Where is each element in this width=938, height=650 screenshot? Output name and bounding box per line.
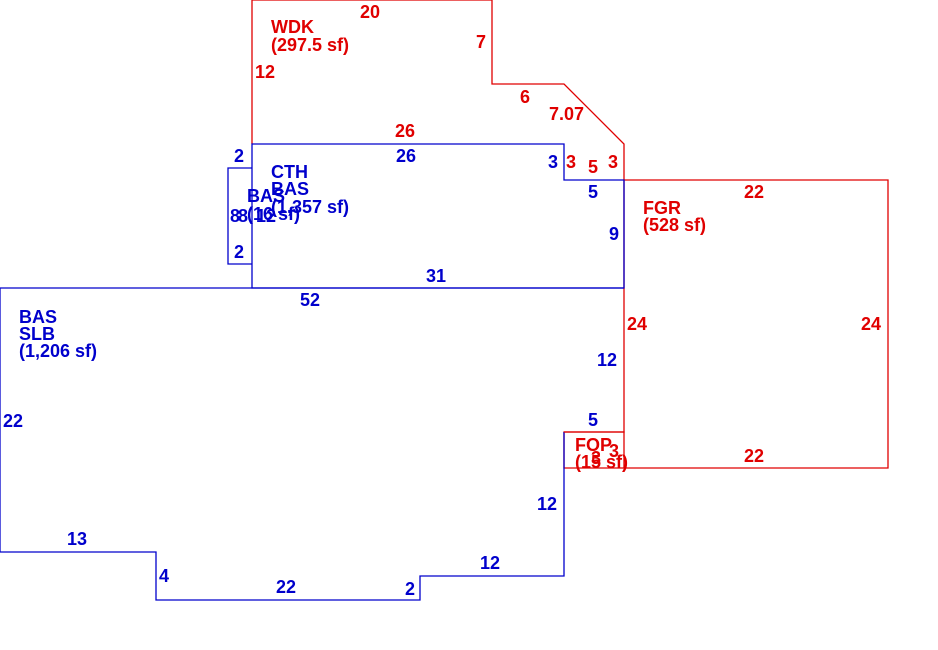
- dim-fgr-right: 24: [861, 314, 881, 334]
- dim-fgr-top: 22: [744, 182, 764, 202]
- dim-fop-right: 3: [609, 441, 619, 461]
- dim-small-right: 8: [238, 206, 248, 226]
- wdk-code-label: WDK: [271, 17, 314, 37]
- dim-cth-top: 26: [396, 146, 416, 166]
- dim-cth-notch-vertical: 3: [548, 152, 558, 172]
- dim-bas-top: 52: [300, 290, 320, 310]
- dim-wdk-top: 20: [360, 2, 380, 22]
- dim-wdk-left: 12: [255, 62, 275, 82]
- dim-fgr-left: 24: [627, 314, 647, 334]
- wdk-outline: [251, 0, 625, 180]
- dim-bas-step-13: 13: [67, 529, 87, 549]
- dim-wdk-bottom: 26: [395, 121, 415, 141]
- dim-wdk-step: 6: [520, 87, 530, 107]
- dim-wdk-stub-right: 3: [608, 152, 618, 172]
- dim-wdk-diagonal: 7.07: [549, 104, 584, 124]
- dim-bas-left: 22: [3, 411, 23, 431]
- cth-sub-code-label: BAS: [271, 179, 309, 199]
- dim-wdk-right: 7: [476, 32, 486, 52]
- dim-bas-bottom-step-2: 2: [405, 579, 415, 599]
- dim-small-bottom: 2: [234, 242, 244, 262]
- dim-bas-step-4: 4: [159, 566, 169, 586]
- bas-slb-code-label: BAS: [19, 307, 57, 327]
- bas-small-code-label: BAS: [247, 186, 285, 206]
- cth-area-label: (1,357 sf): [271, 197, 349, 217]
- dim-bas-right-step: 5: [588, 410, 598, 430]
- bas-slb-area-label: (1,206 sf): [19, 341, 97, 361]
- bas-slb-sub-code-label: SLB: [19, 324, 55, 344]
- dim-bas-bottom: 22: [276, 577, 296, 597]
- bas-slb-outline: [0, 287, 624, 601]
- dim-cth-notch-horizontal: 5: [588, 182, 598, 202]
- fgr-code-label: FGR: [643, 198, 681, 218]
- dim-small-left: 8: [230, 206, 240, 226]
- dim-bas-right-upper: 12: [597, 350, 617, 370]
- bas-small-outline: [227, 167, 252, 265]
- dim-wdk-stub-mid: 5: [588, 157, 598, 177]
- wdk-area-label: (297.5 sf): [271, 35, 349, 55]
- cth-code-label: CTH: [271, 162, 308, 182]
- dim-cth-bottom: 31: [426, 266, 446, 286]
- dim-fop-left: 3: [591, 448, 601, 468]
- dim-wdk-stub-left: 3: [566, 152, 576, 172]
- fgr-area-label: (528 sf): [643, 215, 706, 235]
- fop-area-label: (15 sf): [575, 452, 628, 472]
- dim-bas-bottom-step-12: 12: [480, 553, 500, 573]
- dim-cth-right: 9: [609, 224, 619, 244]
- dim-fgr-bottom: 22: [744, 446, 764, 466]
- fop-outline: [564, 431, 625, 468]
- dim-small-top: 2: [234, 146, 244, 166]
- dim-cth-left: 12: [256, 206, 276, 226]
- dim-bas-right-lower: 12: [537, 494, 557, 514]
- fop-code-label: FOP: [575, 435, 612, 455]
- bas-small-area-label: (16 sf): [247, 204, 300, 224]
